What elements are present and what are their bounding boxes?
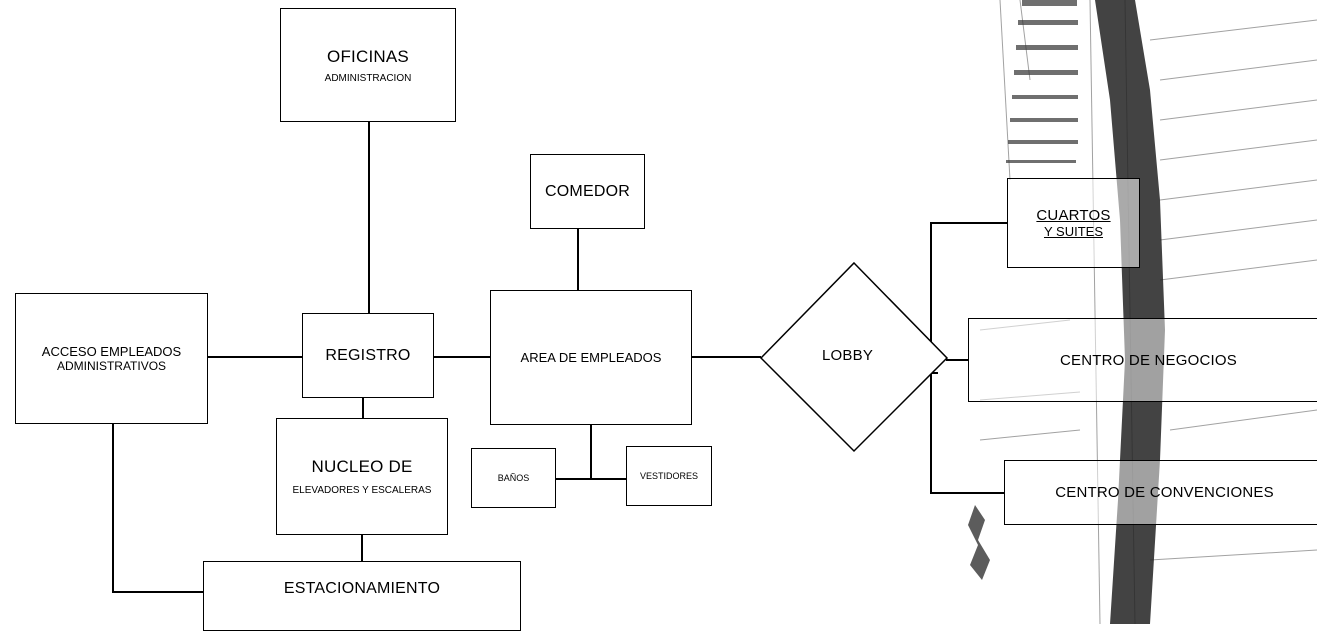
- connector-lobby-arm: [930, 372, 938, 374]
- node-registro: REGISTRO: [302, 313, 434, 398]
- connector-comedor-area: [577, 228, 579, 291]
- node-cuartos: CUARTOS Y SUITES: [1007, 178, 1140, 268]
- node-acceso-empleados: ACCESO EMPLEADOS ADMINISTRATIVOS: [15, 293, 208, 424]
- node-oficinas-subtitle: ADMINISTRACION: [324, 72, 412, 84]
- lobby-diamond-shape: [759, 261, 949, 453]
- node-area-empleados-title: AREA DE EMPLEADOS: [520, 350, 662, 365]
- node-lobby: [759, 261, 949, 453]
- node-lobby-title: LOBBY: [822, 347, 874, 364]
- node-acceso-line2: ADMINISTRATIVOS: [56, 359, 167, 373]
- node-vestidores-title: VESTIDORES: [639, 471, 698, 481]
- node-area-empleados: AREA DE EMPLEADOS: [490, 290, 692, 425]
- node-comedor: COMEDOR: [530, 154, 645, 229]
- node-cuartos-line2: Y SUITES: [1043, 224, 1103, 239]
- connector-area-facilities: [590, 424, 592, 479]
- connector-acceso-estacionamiento: [112, 591, 204, 593]
- node-oficinas: OFICINAS ADMINISTRACION: [280, 8, 456, 122]
- connector-acceso-down: [112, 423, 114, 592]
- node-estacionamiento: ESTACIONAMIENTO: [203, 561, 521, 631]
- connector-lobby-negocios: [946, 359, 969, 361]
- connector-nucleo-estacionamiento: [361, 534, 363, 562]
- node-registro-title: REGISTRO: [325, 346, 411, 364]
- connector-banos-vestidores: [555, 478, 627, 480]
- node-cuartos-line1: CUARTOS: [1036, 207, 1111, 224]
- node-estacionamiento-title: ESTACIONAMIENTO: [283, 580, 441, 597]
- node-oficinas-title: OFICINAS: [327, 46, 409, 66]
- node-banos: BAÑOS: [471, 448, 556, 508]
- node-banos-title: BAÑOS: [497, 473, 530, 483]
- connector-oficinas-registro: [368, 121, 370, 314]
- node-vestidores: VESTIDORES: [626, 446, 712, 506]
- node-centro-convenciones-title: CENTRO DE CONVENCIONES: [1055, 484, 1274, 501]
- node-centro-negocios: CENTRO DE NEGOCIOS: [968, 318, 1317, 402]
- node-nucleo: NUCLEO DE ELEVADORES Y ESCALERAS: [276, 418, 448, 535]
- node-acceso-line1: ACCESO EMPLEADOS: [41, 344, 182, 359]
- connector-registro-area: [433, 356, 491, 358]
- connector-area-lobby: [691, 356, 761, 358]
- connector-lobby-cuartos: [930, 222, 1008, 224]
- connector-lobby-convenciones: [930, 492, 1005, 494]
- node-centro-negocios-title: CENTRO DE NEGOCIOS: [1060, 351, 1237, 369]
- node-centro-convenciones: CENTRO DE CONVENCIONES: [1004, 460, 1317, 525]
- node-comedor-title: COMEDOR: [545, 182, 630, 200]
- connector-acceso-registro: [207, 356, 303, 358]
- node-nucleo-subtitle: ELEVADORES Y ESCALERAS: [292, 485, 432, 496]
- node-nucleo-title: NUCLEO DE: [311, 457, 413, 476]
- connector-registro-nucleo: [362, 397, 364, 419]
